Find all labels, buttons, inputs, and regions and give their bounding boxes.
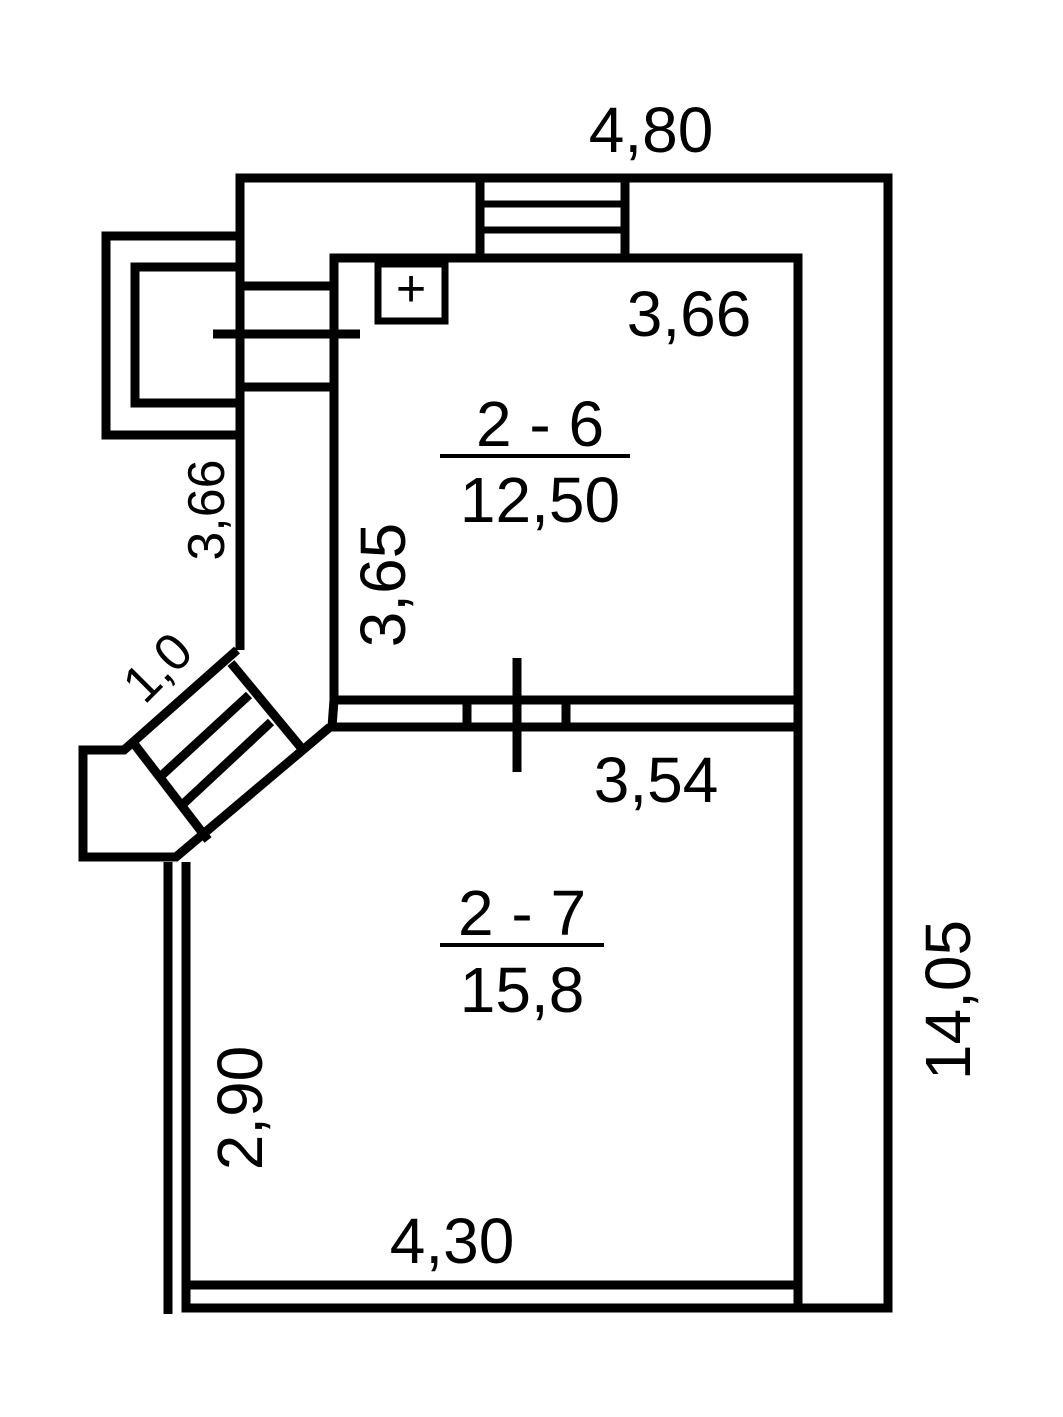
dim-right-outer: 14,05 [912,920,984,1080]
dim-partition: 3,54 [594,744,719,816]
dim-room-2-6-height: 3,65 [347,523,419,648]
room-2-6-id: 2 - 6 [476,388,604,460]
room-2-7-id: 2 - 7 [458,877,586,949]
dim-left-outer: 3,66 [178,459,236,560]
dim-top-outer: 4,80 [589,94,714,166]
diagonal-door [131,660,307,843]
dim-room-2-7-height: 2,90 [204,1046,276,1171]
room-2-7-area: 15,8 [460,954,585,1026]
outlet-symbol: + [374,260,449,325]
top-window [475,178,630,258]
dim-stair-width: 1,0 [112,622,204,714]
svg-text:+: + [396,260,426,318]
left-window [101,231,360,440]
dim-room-2-6-width: 3,66 [627,278,752,350]
dim-room-2-7-width: 4,30 [390,1205,515,1277]
room-2-6-area: 12,50 [460,464,620,536]
inner-walls [186,253,803,1308]
